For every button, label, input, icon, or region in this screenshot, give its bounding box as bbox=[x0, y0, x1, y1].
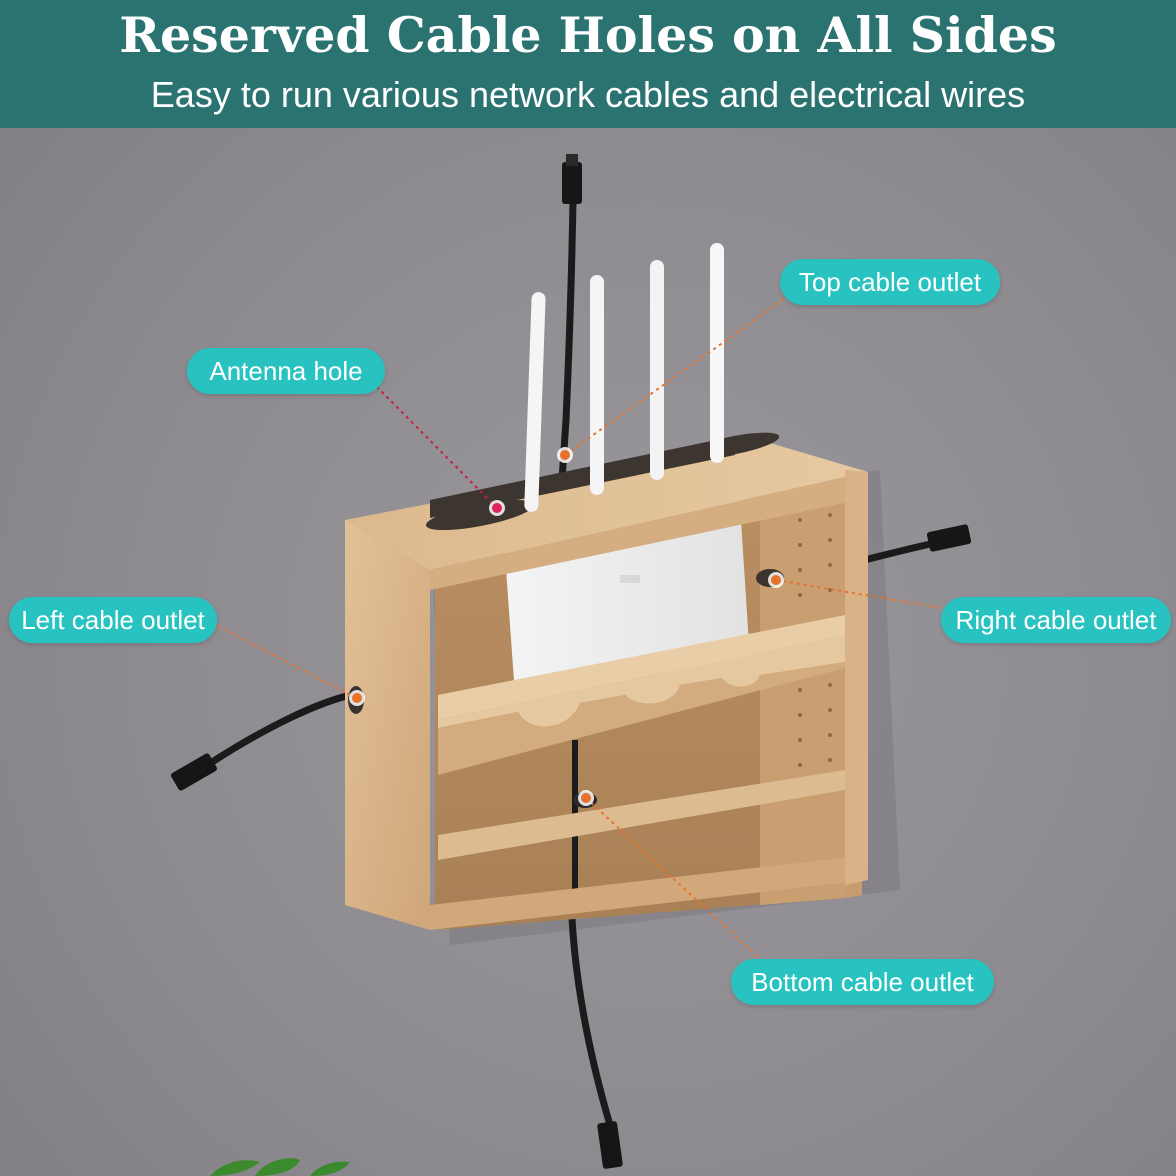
callout-left-cable-outlet: Left cable outlet bbox=[9, 597, 217, 643]
left-cable bbox=[171, 689, 361, 791]
antennas bbox=[524, 243, 724, 512]
top-cable bbox=[558, 154, 582, 481]
plant-leaves bbox=[210, 1158, 350, 1176]
leader-lines bbox=[215, 294, 943, 969]
markers bbox=[349, 447, 784, 806]
bottom-cable bbox=[567, 889, 623, 1169]
callout-right-cable-outlet: Right cable outlet bbox=[941, 597, 1171, 643]
subheadline: Easy to run various network cables and e… bbox=[150, 74, 1026, 115]
headline: Reserved Cable Holes on All Sides bbox=[119, 6, 1057, 64]
callout-top-cable-outlet: Top cable outlet bbox=[780, 259, 1000, 305]
callout-antenna-hole: Antenna hole bbox=[187, 348, 385, 394]
middle-shelf bbox=[438, 615, 845, 775]
callout-bottom-cable-outlet: Bottom cable outlet bbox=[731, 959, 994, 1005]
header-banner bbox=[0, 0, 1176, 128]
wooden-box bbox=[345, 432, 868, 930]
